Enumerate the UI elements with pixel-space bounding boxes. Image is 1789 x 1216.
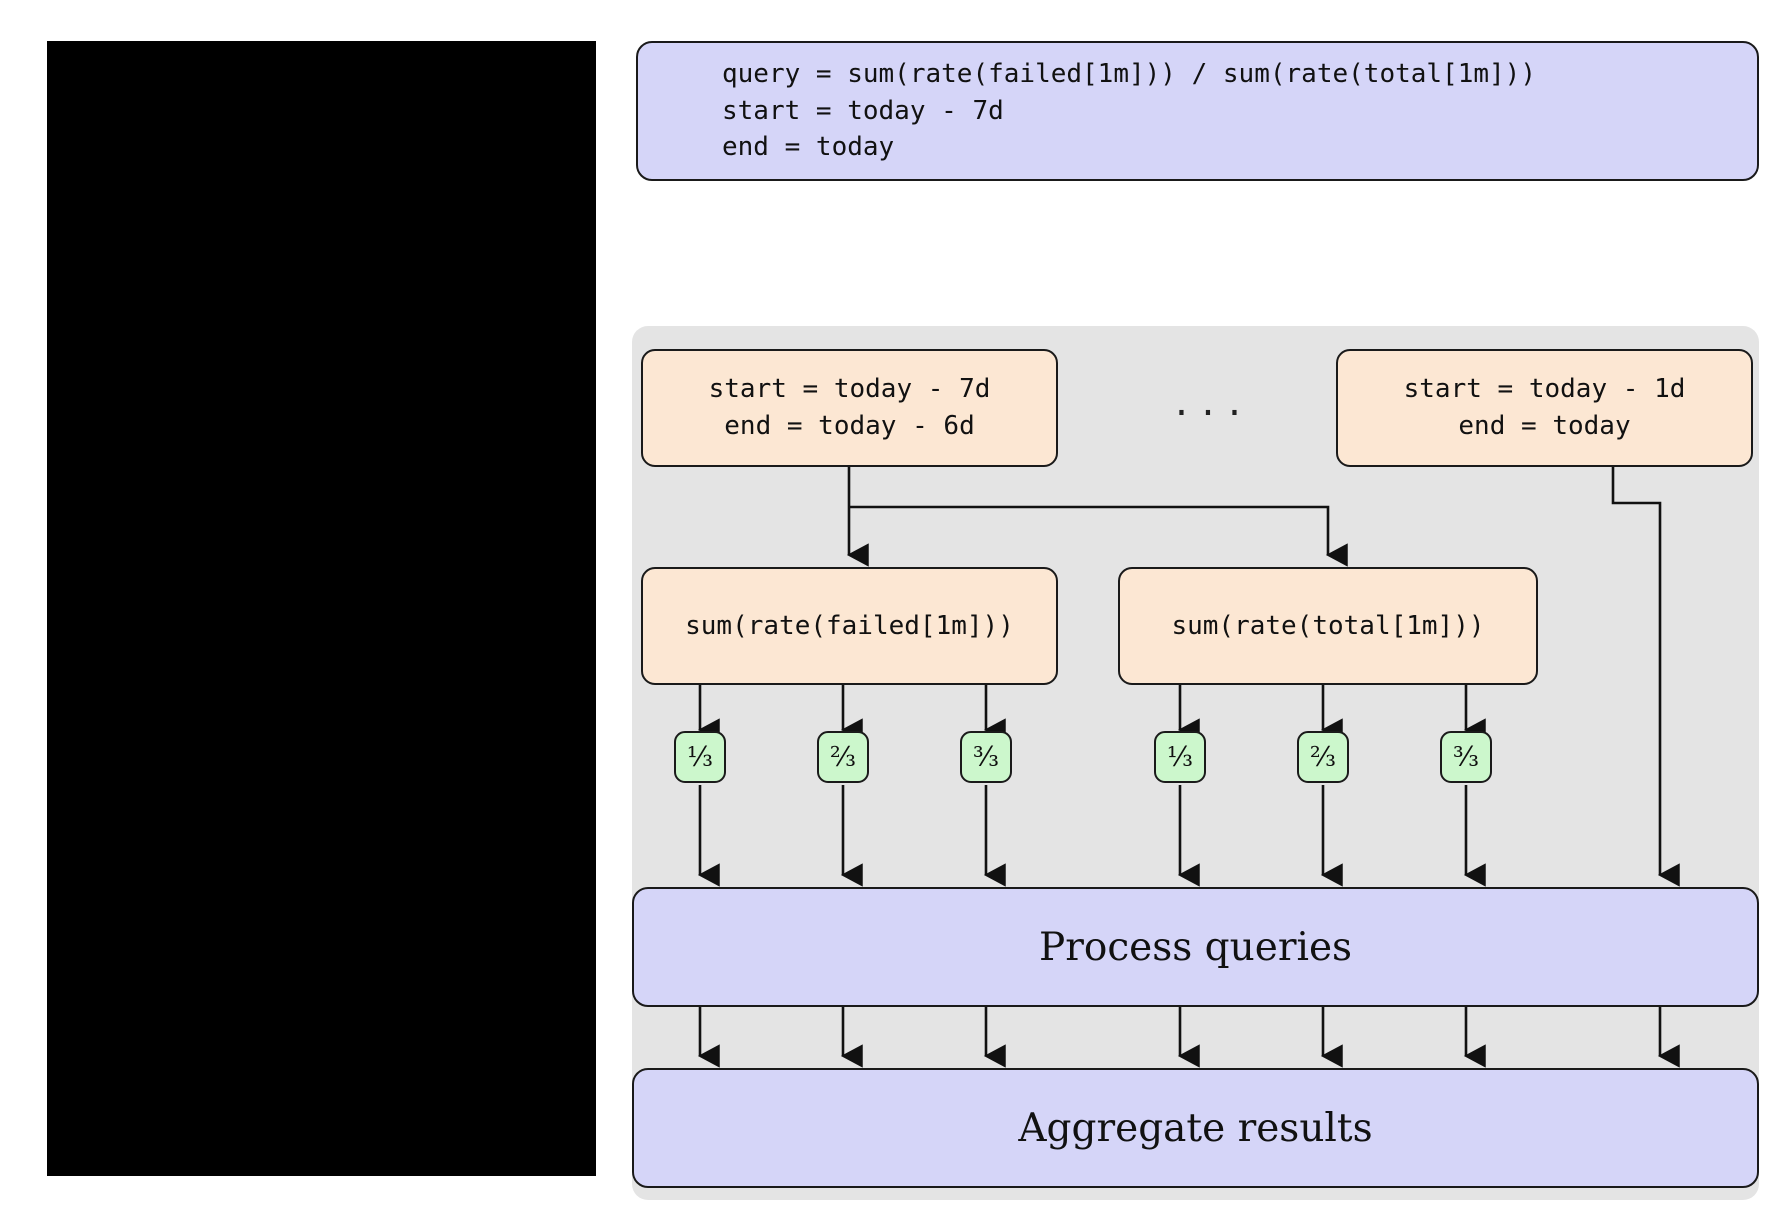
shard-chip-total-1: ⅓ xyxy=(1154,731,1206,783)
shard-chip-failed-1: ⅓ xyxy=(674,731,726,783)
query-spec-line-3: end = today xyxy=(722,132,895,163)
black-occluder-panel xyxy=(47,41,596,1176)
time-range-last-start: start = today - 1d xyxy=(1403,374,1686,405)
query-spec-box: query = sum(rate(failed[1m])) / sum(rate… xyxy=(636,41,1759,181)
time-range-box-last: start = today - 1d end = today xyxy=(1336,349,1753,467)
process-queries-label: Process queries xyxy=(1038,924,1353,970)
query-spec-line-2: start = today - 7d xyxy=(722,95,1004,126)
shard-chip-total-2: ⅔ xyxy=(1297,731,1349,783)
subquery-total-label: sum(rate(total[1m])) xyxy=(1171,610,1485,641)
subquery-failed-label: sum(rate(failed[1m])) xyxy=(685,610,1014,641)
aggregate-results-bar: Aggregate results xyxy=(632,1068,1759,1188)
ellipsis-separator: ... xyxy=(1171,384,1251,424)
shard-chip-failed-2: ⅔ xyxy=(817,731,869,783)
shard-chip-failed-3: ³⁄₃ xyxy=(960,731,1012,783)
subquery-box-failed: sum(rate(failed[1m])) xyxy=(641,567,1058,685)
query-spec-line-1: query = sum(rate(failed[1m])) / sum(rate… xyxy=(722,58,1536,89)
time-range-last-end: end = today xyxy=(1458,411,1631,441)
time-range-box-first: start = today - 7d end = today - 6d xyxy=(641,349,1058,467)
time-range-first-end: end = today - 6d xyxy=(724,411,975,441)
aggregate-results-label: Aggregate results xyxy=(1018,1105,1373,1151)
time-range-first-start: start = today - 7d xyxy=(708,374,991,405)
shard-chip-total-3: ³⁄₃ xyxy=(1440,731,1492,783)
process-queries-bar: Process queries xyxy=(632,887,1759,1007)
subquery-box-total: sum(rate(total[1m])) xyxy=(1118,567,1538,685)
